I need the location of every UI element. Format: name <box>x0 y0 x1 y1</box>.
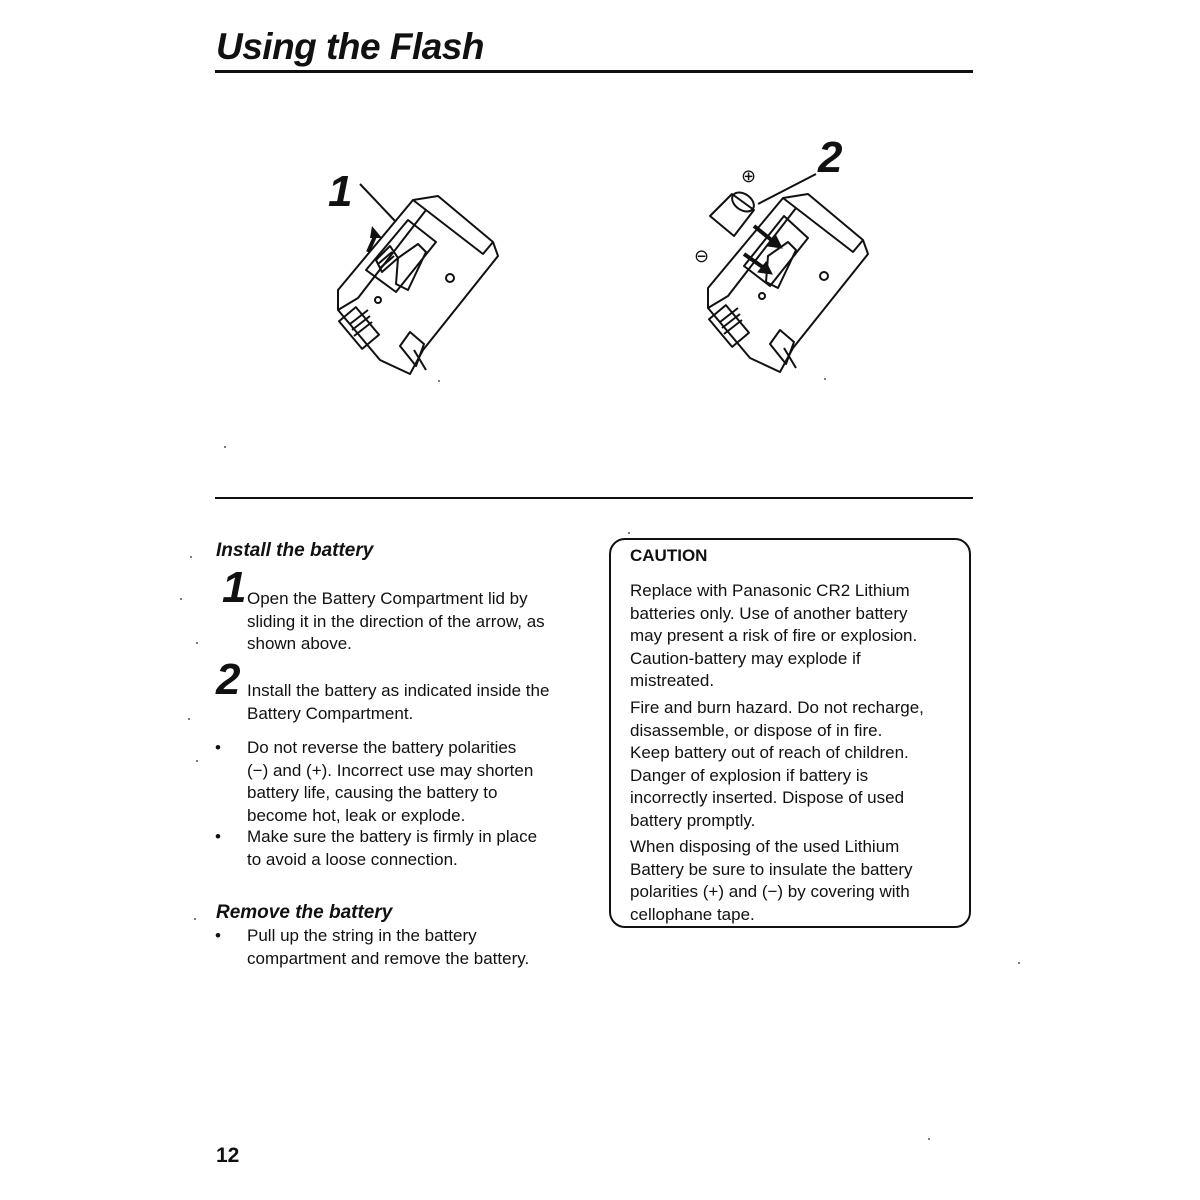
battery-lid <box>365 219 437 293</box>
page-number: 12 <box>216 1144 240 1167</box>
step-1-text: Open the Battery Compartment lid by slid… <box>247 589 545 653</box>
minus-terminal-icon: ⊖ <box>694 246 710 266</box>
page-title: Using the Flash <box>216 26 484 67</box>
screw-icon <box>445 273 455 283</box>
figure-open-lid-illustration <box>337 183 499 375</box>
camera-top-edge <box>412 199 494 255</box>
scan-speck <box>188 718 190 720</box>
camera-body-outline <box>337 195 499 375</box>
remove-battery-heading: Remove the battery <box>216 902 393 923</box>
camera-front-edge <box>337 209 427 311</box>
flash-window <box>338 306 380 350</box>
camera-top-edge <box>782 197 864 253</box>
mount-foot <box>769 329 795 365</box>
scan-speck <box>438 380 440 382</box>
caution-paragraph-3: When disposing of the used Lithium Batte… <box>630 837 913 924</box>
indicator-dot <box>758 292 766 300</box>
step-1-number: 1 <box>222 563 247 612</box>
scan-speck <box>196 760 198 762</box>
plus-terminal-icon: ⊕ <box>741 166 757 186</box>
insert-arrows-icon <box>742 224 783 275</box>
caution-title: CAUTION <box>630 546 708 565</box>
slide-arrow-icon <box>366 226 382 253</box>
caution-box: CAUTION Replace with Panasonic CR2 Lithi… <box>609 538 971 928</box>
figure-1-label: 1 <box>328 167 353 216</box>
battery-compartment-opening <box>743 215 809 287</box>
figure-2-pointer-line <box>757 173 817 205</box>
flash-window <box>708 304 750 348</box>
scan-speck <box>928 1138 930 1140</box>
caution-paragraph-1: Replace with Panasonic CR2 Lithium batte… <box>630 581 918 690</box>
indicator-dot <box>374 296 382 304</box>
scan-speck <box>180 598 182 600</box>
step-2-number: 2 <box>216 655 241 704</box>
scan-speck <box>196 642 198 644</box>
figure-2-label: 2 <box>818 133 843 182</box>
caution-paragraph-2: Fire and burn hazard. Do not recharge, d… <box>630 698 924 830</box>
install-battery-heading: Install the battery <box>216 540 374 561</box>
scan-speck <box>628 532 630 534</box>
scan-speck <box>224 446 226 448</box>
lid-latch <box>395 243 427 291</box>
scan-speck <box>824 378 826 380</box>
title-rule <box>215 70 973 73</box>
section-divider <box>215 497 973 499</box>
figure-insert-battery-illustration <box>707 173 869 373</box>
camera-body-outline <box>707 193 869 373</box>
scan-speck <box>190 556 192 558</box>
battery-cell <box>709 193 755 237</box>
mount-foot <box>399 331 425 367</box>
step-2-text: Install the battery as indicated inside … <box>247 681 550 723</box>
battery-slot <box>765 241 797 289</box>
figure-1-pointer-line <box>359 183 397 223</box>
scan-speck <box>1018 962 1020 964</box>
scan-speck <box>194 918 196 920</box>
screw-icon <box>819 271 829 281</box>
camera-front-edge <box>707 207 797 309</box>
